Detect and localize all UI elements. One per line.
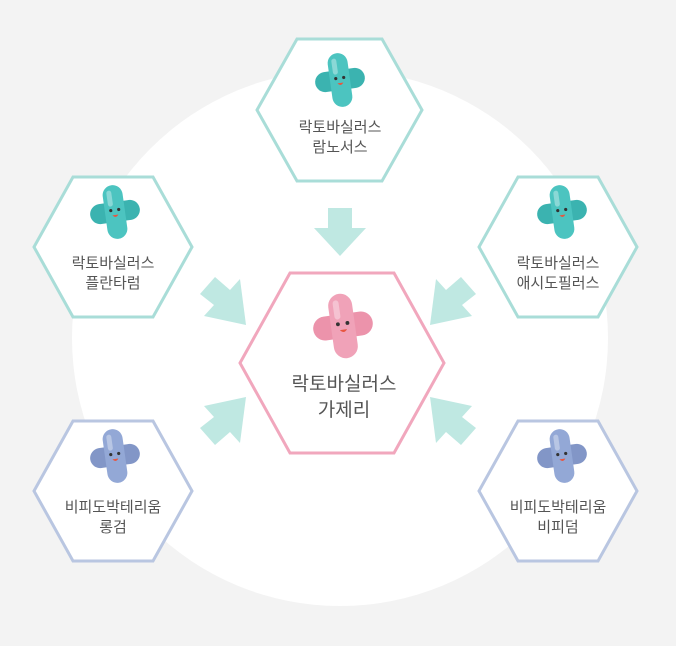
hexagon-rhamnosus xyxy=(255,37,424,183)
label-bifidum: 비피도박테리움 비피덤 xyxy=(510,497,607,538)
label-rhamnosus-line1: 락토바실러스 xyxy=(298,118,382,136)
label-gasseri-line1: 락토바실러스 xyxy=(291,373,397,395)
label-bifidum-line1: 비피도박테리움 xyxy=(509,498,607,516)
label-gasseri-line2: 가제리 xyxy=(317,398,371,421)
hexagon-acidophilus xyxy=(477,175,639,319)
bacteria-cross-icon xyxy=(537,429,587,483)
label-acidophilus: 락토바실러스 애시도필러스 xyxy=(517,253,600,294)
label-rhamnosus: 락토바실러스 람노서스 xyxy=(299,117,382,158)
arrow-from-rhamnosus xyxy=(314,208,366,256)
label-longum: 비피도박테리움 롱검 xyxy=(65,497,162,538)
arrow-from-plantarum xyxy=(200,277,246,325)
hexagon-plantarum xyxy=(32,175,194,319)
bacteria-cross-icon xyxy=(90,185,140,239)
label-rhamnosus-line2: 람노서스 xyxy=(312,138,368,157)
label-plantarum-line1: 락토바실러스 xyxy=(71,254,155,272)
label-gasseri: 락토바실러스 가제리 xyxy=(292,372,397,423)
arrow-from-acidophilus xyxy=(430,277,476,325)
label-plantarum: 락토바실러스 플란타럼 xyxy=(72,253,155,294)
label-bifidum-line2: 비피덤 xyxy=(537,518,579,537)
arrow-from-longum xyxy=(200,397,246,445)
bacteria-cross-icon xyxy=(313,293,373,359)
label-acidophilus-line2: 애시도필러스 xyxy=(516,274,600,293)
label-longum-line2: 롱검 xyxy=(99,518,127,537)
label-acidophilus-line1: 락토바실러스 xyxy=(516,254,600,272)
hexagon-gasseri xyxy=(238,271,446,455)
arrow-from-bifidum xyxy=(430,397,476,445)
label-longum-line1: 비피도박테리움 xyxy=(64,498,162,516)
hexagon-longum xyxy=(32,419,194,563)
bacteria-cross-icon xyxy=(537,185,587,239)
label-plantarum-line2: 플란타럼 xyxy=(85,274,141,293)
bacteria-cross-icon xyxy=(315,53,365,107)
hexagon-bifidum xyxy=(477,419,639,563)
bacteria-cross-icon xyxy=(90,429,140,483)
